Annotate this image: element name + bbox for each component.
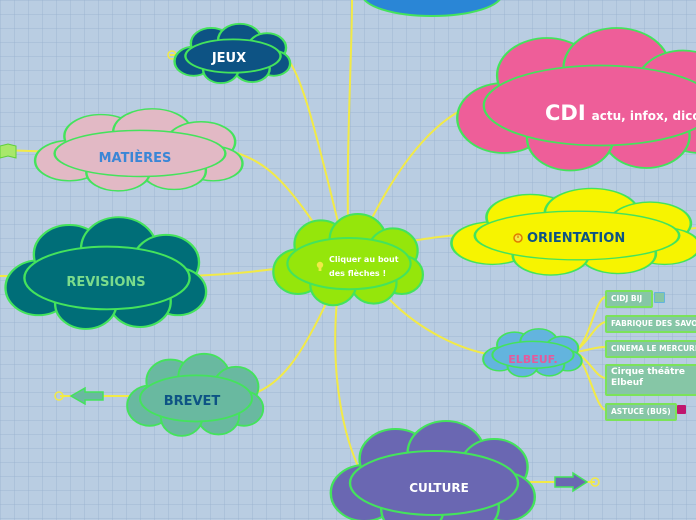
arrow-right-icon <box>554 471 589 493</box>
node-matieres[interactable] <box>33 107 244 193</box>
timer-icon <box>513 233 523 243</box>
app-icon[interactable] <box>677 405 686 414</box>
connector-elbeuf <box>389 299 494 356</box>
arrow-left-icon <box>69 386 104 406</box>
node-culture-label: CULTURE <box>409 481 469 495</box>
collapse-circle-icon <box>590 477 600 487</box>
node-brevet-label: BREVET <box>164 394 221 409</box>
node-center-label-line2: des flèches ! <box>329 268 386 278</box>
node-revisions[interactable] <box>4 216 208 331</box>
expand-markers[interactable] <box>0 50 600 493</box>
node-center-label-line1: Cliquer au bout <box>329 255 399 264</box>
node-jeux-label: JEUX <box>211 51 246 66</box>
lightbulb-icon <box>316 261 324 271</box>
external-link-icon[interactable] <box>654 292 665 303</box>
node-orientation-label: ORIENTATION <box>527 231 625 246</box>
node-matieres-label: MATIÈRES <box>99 150 172 166</box>
partial-top-cloud[interactable] <box>362 0 502 17</box>
link-chip-cirque-theatre-elbeuf[interactable]: Cirque théâtre Elbeuf <box>605 364 696 396</box>
arrow-left-icon <box>0 143 17 159</box>
link-chip-astuce-bus[interactable]: ASTUCE (BUS) <box>605 403 677 421</box>
node-cdi[interactable] <box>456 26 696 172</box>
node-culture[interactable] <box>329 419 536 520</box>
connector-culture <box>334 299 361 471</box>
link-chip-fabrique-des-savoirs[interactable]: FABRIQUE DES SAVOIRS <box>605 315 696 333</box>
node-elbeuf-label: ELBEUF. <box>508 353 557 366</box>
collapse-circle-icon <box>54 391 64 401</box>
connector-brevet <box>249 294 331 396</box>
link-chip-cidj-bij[interactable]: CIDJ BIJ <box>605 290 653 308</box>
connector-jeux <box>281 54 341 231</box>
node-revisions-label: REVISIONS <box>66 275 145 290</box>
link-chip-cinema-le-mercure[interactable]: CINEMA LE MERCURE <box>605 340 696 358</box>
